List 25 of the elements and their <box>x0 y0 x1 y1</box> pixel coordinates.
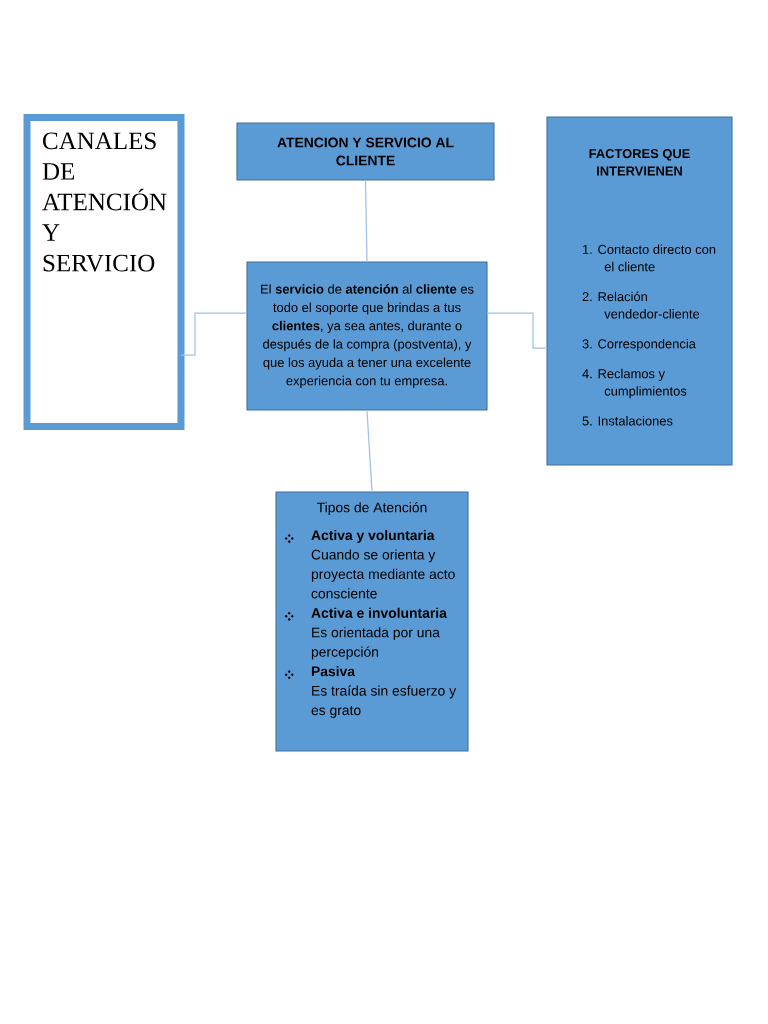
title-box <box>23 114 185 430</box>
connector-line <box>486 312 548 349</box>
list-item: 5. Instalaciones <box>582 416 673 426</box>
title-text: CANALES DE ATENCIÓN Y SERVICIO <box>42 132 167 272</box>
heading-text: FACTORES QUE INTERVIENEN <box>589 149 690 176</box>
description-box <box>246 261 488 411</box>
factors-box <box>546 116 733 466</box>
list-item: 2. Relación vendedor-cliente <box>582 291 700 319</box>
list-item: 1. Contacto directo con el cliente <box>583 244 716 272</box>
item-description: Es traída sin esfuerzo y es grato <box>311 685 457 718</box>
connector-line <box>364 179 368 263</box>
header-text: ATENCION Y SERVICIO AL CLIENTE <box>277 137 454 166</box>
item-description: Cuando se orienta y proyecta mediante acto consciente <box>311 549 455 599</box>
types-box <box>275 491 469 752</box>
connector-line <box>180 312 248 356</box>
item-title: Pasiva <box>311 666 356 677</box>
connector-line <box>366 409 373 493</box>
item-description: Es orientada por una percepción <box>311 627 440 660</box>
header-box <box>236 122 495 181</box>
heading-text: Tipos de Atención <box>316 502 427 516</box>
list-item: 4. Reclamos y cumplimientos <box>582 368 687 399</box>
item-title: Activa e involuntaria <box>311 607 447 618</box>
list-item: 3. Correspondencia <box>582 338 696 351</box>
item-title: Activa y voluntaria <box>311 529 435 543</box>
description-text: El servicio de atención al cliente es todo el soporte que brindas a tus clientes, ya sea antes, durante o después de la compra (postventa), y que los ayuda a tener una excelente experiencia con tu empresa. <box>261 284 474 388</box>
